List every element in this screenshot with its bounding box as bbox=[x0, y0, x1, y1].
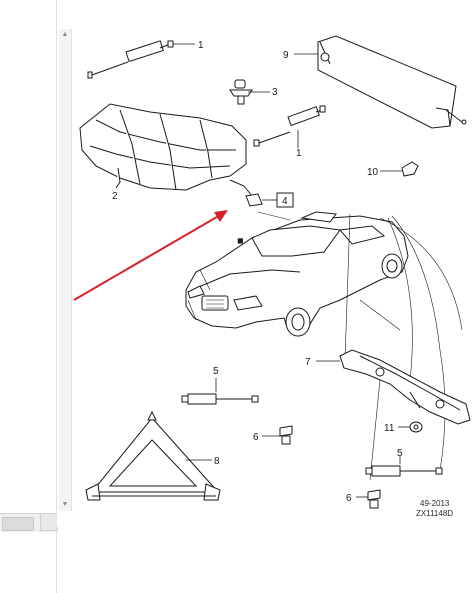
callout-5a: 5 bbox=[213, 366, 219, 377]
callout-10: 10 bbox=[367, 167, 379, 178]
red-pointer-arrow bbox=[73, 210, 228, 301]
callout-6a: 6 bbox=[253, 432, 259, 443]
callout-8: 8 bbox=[214, 456, 220, 467]
bracket-4 bbox=[245, 192, 294, 208]
warning-triangle-8 bbox=[85, 410, 221, 501]
car-illustration bbox=[185, 211, 409, 337]
horizontal-scrollbar-thumb[interactable] bbox=[2, 517, 34, 531]
vertical-scrollbar[interactable]: ▲ ▼ bbox=[59, 29, 72, 511]
callout-1a: 1 bbox=[198, 40, 204, 51]
nut-11 bbox=[398, 421, 423, 433]
gas-strut-5-left bbox=[181, 378, 259, 405]
callout-11: 11 bbox=[384, 423, 395, 434]
scroll-up-icon[interactable]: ▲ bbox=[61, 31, 69, 38]
callout-5b: 5 bbox=[397, 448, 403, 459]
leader-lines bbox=[187, 211, 463, 481]
scroll-down-icon[interactable]: ▼ bbox=[61, 501, 69, 508]
clip-6-right bbox=[356, 489, 381, 509]
callout-car-marker: ◼ bbox=[237, 236, 244, 245]
bulb-10 bbox=[380, 161, 419, 177]
callout-7: 7 bbox=[305, 357, 311, 368]
callout-1b: 1 bbox=[296, 148, 302, 159]
gas-strut-1-lower bbox=[253, 105, 326, 148]
undershield-2 bbox=[79, 103, 253, 197]
reference-code: ZX11148D bbox=[416, 509, 453, 518]
left-panel bbox=[0, 0, 57, 593]
module-9 bbox=[294, 35, 467, 129]
callout-3: 3 bbox=[272, 87, 278, 98]
clip-6-left bbox=[262, 425, 293, 445]
callout-2: 2 bbox=[112, 191, 118, 202]
crossmember-7 bbox=[316, 349, 471, 425]
gas-strut-5-right bbox=[365, 456, 443, 477]
callout-9: 9 bbox=[283, 50, 289, 61]
gas-strut-1-top bbox=[87, 40, 195, 79]
clip-3 bbox=[229, 79, 270, 105]
reference-date: 49-2013 bbox=[420, 499, 450, 508]
callout-4: 4 bbox=[282, 196, 288, 207]
callout-6b: 6 bbox=[346, 493, 352, 504]
